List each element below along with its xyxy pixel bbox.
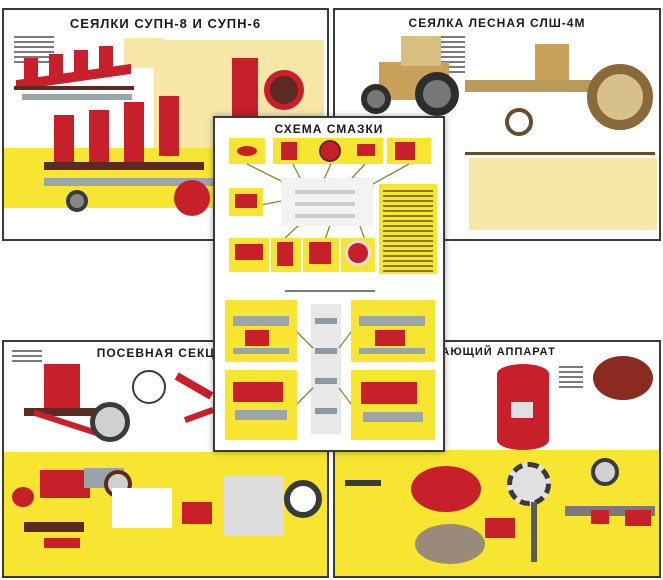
- mechanism-part: [375, 330, 405, 346]
- bearing-icon: [591, 458, 619, 486]
- seed-disk-icon: [411, 466, 481, 512]
- detail-part: [281, 142, 297, 160]
- seeder-hopper: [535, 44, 569, 80]
- disk-icon: [319, 140, 341, 162]
- detail-part: [277, 242, 293, 266]
- wheel-icon: [284, 480, 322, 518]
- press-wheel-icon: [587, 64, 653, 130]
- hopper: [54, 115, 74, 165]
- part-assembly: [345, 480, 381, 486]
- table-rows: [383, 190, 433, 275]
- detail-panel: [225, 370, 297, 440]
- section-caption: [285, 290, 375, 295]
- hopper: [124, 102, 144, 162]
- mechanism-part: [235, 410, 287, 420]
- detail-part: [237, 146, 257, 156]
- hopper: [99, 46, 113, 76]
- poster-title: СХЕМА СМАЗКИ: [274, 122, 384, 136]
- coulter-detail: [183, 407, 215, 423]
- hopper: [159, 96, 179, 156]
- mechanism-part: [245, 330, 269, 346]
- hopper: [49, 54, 63, 80]
- disk-icon: [345, 240, 371, 266]
- connector-lines: [296, 331, 352, 405]
- hopper: [44, 364, 80, 408]
- exploded-parts: [224, 476, 284, 536]
- drum-window: [511, 402, 533, 418]
- mechanism-part: [359, 316, 425, 326]
- mechanism-part: [233, 382, 283, 402]
- chassis-detail: [295, 202, 355, 206]
- spec-text-block: [12, 350, 42, 365]
- mechanism-part: [359, 348, 425, 354]
- part-assembly: [625, 510, 651, 526]
- part-assembly: [24, 522, 84, 532]
- legend-text: [435, 36, 465, 76]
- disk-icon: [505, 108, 533, 136]
- mechanism-part: [363, 412, 423, 422]
- part-assembly: [182, 502, 212, 524]
- part-assembly: [44, 538, 80, 548]
- detail-part: [235, 244, 263, 260]
- frame-beam: [44, 162, 204, 170]
- wheel-detail: [174, 180, 210, 216]
- hopper-detail: [232, 58, 258, 118]
- poster-lubrication-scheme[interactable]: СХЕМА СМАЗКИ: [213, 116, 445, 452]
- part-assembly: [485, 518, 515, 538]
- part-assembly: [40, 470, 90, 498]
- detail-part: [235, 194, 257, 208]
- wheel-icon: [90, 402, 130, 442]
- wheel-icon: [361, 84, 391, 114]
- coulter-row: [44, 178, 214, 186]
- hopper: [24, 58, 38, 82]
- central-assembly-part: [315, 408, 337, 414]
- poster-title: СЕЯЛКИ СУПН-8 И СУПН-6: [69, 16, 262, 31]
- seed-disk-detail: [593, 356, 653, 400]
- poster-seeding-section[interactable]: ПОСЕВНАЯ СЕКЦИЯ: [2, 340, 329, 578]
- shaft: [565, 506, 655, 516]
- coulter-detail: [174, 372, 214, 400]
- poster-seeding-apparatus[interactable]: ВЫСЕВАЮЩИЙ АППАРАТ: [333, 340, 661, 578]
- detail-panel: [469, 158, 657, 230]
- detail-part: [357, 144, 375, 156]
- central-assembly-part: [315, 318, 337, 324]
- chassis-detail: [295, 190, 355, 194]
- central-assembly-part: [315, 378, 337, 384]
- detail-panel: [351, 370, 435, 440]
- hopper: [89, 110, 109, 165]
- part-assembly: [591, 510, 609, 524]
- frame: [24, 408, 124, 416]
- part-assembly: [12, 487, 34, 507]
- chassis-detail: [295, 214, 355, 218]
- wheel-icon: [415, 72, 459, 116]
- poster-title: СЕЯЛКА ЛЕСНАЯ СЛШ-4М: [408, 16, 586, 30]
- gear-icon: [507, 462, 551, 506]
- mechanism-part: [233, 316, 289, 326]
- detail-part: [395, 142, 415, 160]
- frame-beam: [14, 86, 134, 90]
- hopper: [74, 50, 88, 78]
- tractor-cab: [401, 36, 441, 66]
- shaft: [531, 502, 537, 562]
- wheel-icon: [66, 190, 88, 212]
- poster-title: ПОСЕВНАЯ СЕКЦИЯ: [96, 346, 235, 360]
- central-assembly-part: [315, 348, 337, 354]
- disk-detail: [264, 70, 304, 110]
- spec-text-block: [559, 366, 583, 391]
- coulter-row: [22, 94, 132, 100]
- mechanism-part: [233, 348, 289, 354]
- seed-disk-icon: [415, 524, 485, 564]
- ground-line: [465, 152, 655, 155]
- spec-table: [112, 488, 172, 528]
- lubrication-table: [379, 184, 437, 274]
- detail-circle: [132, 370, 166, 404]
- mechanism-part: [361, 382, 417, 404]
- detail-part: [309, 242, 331, 264]
